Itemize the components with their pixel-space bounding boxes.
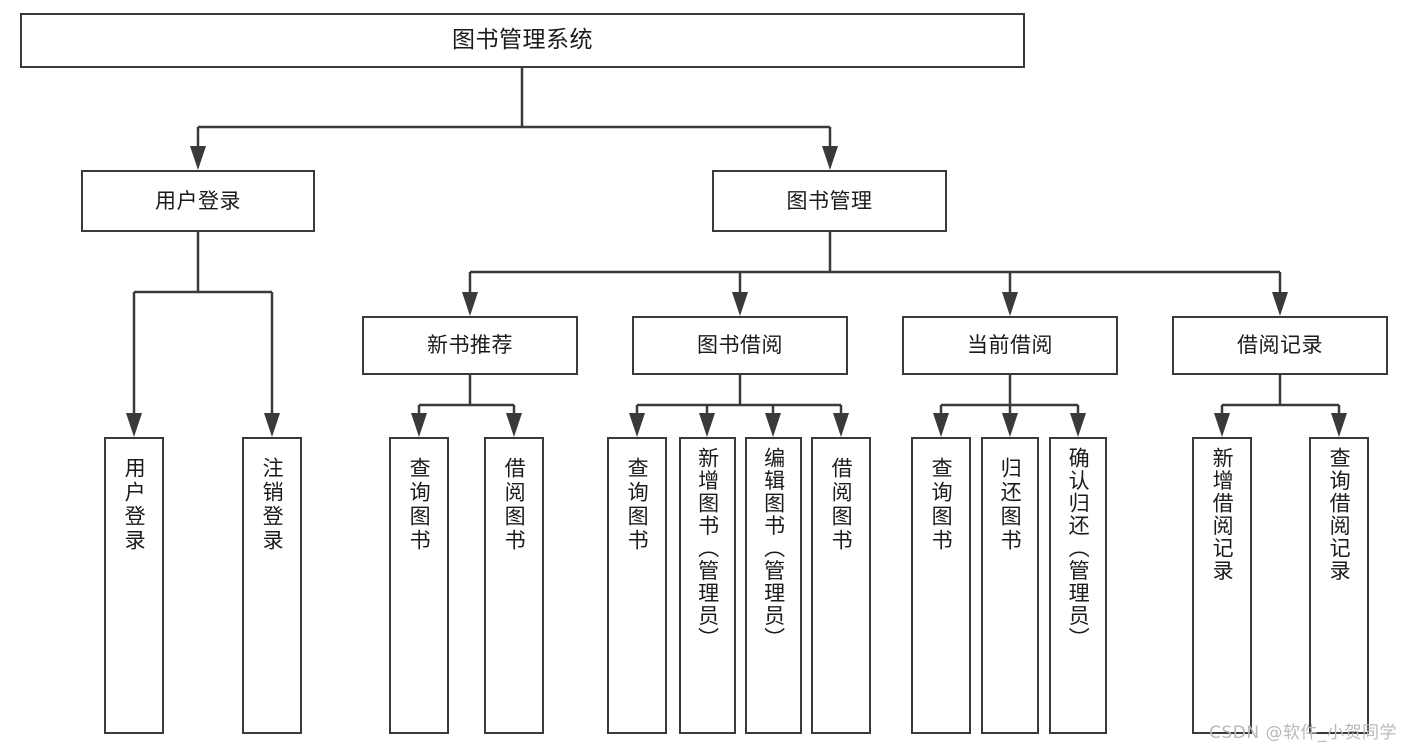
node-user-login[interactable]: 用户登录 <box>81 170 315 232</box>
leaf-borrow-record-add-label: 新增借阅记录 <box>1210 447 1235 582</box>
arrowhead-user-login <box>190 146 206 170</box>
arrowhead-leaf-borrow-record-1 <box>1214 413 1230 437</box>
leaf-book-borrow-add-label: 新增图书（管理员） <box>695 447 720 650</box>
leaf-borrow-record-add[interactable]: 新增借阅记录 <box>1192 437 1252 734</box>
leaf-book-borrow-borrow[interactable]: 借阅图书 <box>811 437 871 734</box>
node-new-book-recommend-label: 新书推荐 <box>427 333 513 358</box>
node-book-borrow-label: 图书借阅 <box>697 333 783 358</box>
leaf-current-borrow-query[interactable]: 查询图书 <box>911 437 971 734</box>
arrowhead-leaf-book-borrow-1 <box>629 413 645 437</box>
leaf-book-borrow-edit[interactable]: 编辑图书（管理员） <box>745 437 802 734</box>
node-current-borrow[interactable]: 当前借阅 <box>902 316 1118 375</box>
node-borrow-record-label: 借阅记录 <box>1237 333 1323 358</box>
arrowhead-book-borrow <box>732 292 748 316</box>
leaf-new-book-borrow[interactable]: 借阅图书 <box>484 437 544 734</box>
arrowhead-leaf-new-book-2 <box>506 413 522 437</box>
leaf-borrow-record-query[interactable]: 查询借阅记录 <box>1309 437 1369 734</box>
arrowhead-leaf-current-borrow-3 <box>1070 413 1086 437</box>
leaf-new-book-query[interactable]: 查询图书 <box>389 437 449 734</box>
arrowhead-leaf-current-borrow-2 <box>1002 413 1018 437</box>
arrowhead-leaf-current-borrow-1 <box>933 413 949 437</box>
leaf-book-borrow-query-label: 查询图书 <box>625 457 650 553</box>
arrowhead-new-book <box>462 292 478 316</box>
leaf-book-borrow-query[interactable]: 查询图书 <box>607 437 667 734</box>
node-book-management-label: 图书管理 <box>786 188 873 213</box>
leaf-current-borrow-return-label: 归还图书 <box>998 457 1023 553</box>
leaf-user-login-login[interactable]: 用户登录 <box>104 437 164 734</box>
leaf-user-login-logout[interactable]: 注销登录 <box>242 437 302 734</box>
node-book-borrow[interactable]: 图书借阅 <box>632 316 848 375</box>
arrowhead-borrow-record <box>1272 292 1288 316</box>
node-current-borrow-label: 当前借阅 <box>967 333 1053 358</box>
arrowhead-leaf-user-login-2 <box>264 413 280 437</box>
leaf-new-book-borrow-label: 借阅图书 <box>502 457 527 553</box>
arrowhead-leaf-user-login-1 <box>126 413 142 437</box>
node-root[interactable]: 图书管理系统 <box>20 13 1025 68</box>
node-new-book-recommend[interactable]: 新书推荐 <box>362 316 578 375</box>
leaf-current-borrow-confirm-return-label: 确认归还（管理员） <box>1066 447 1091 650</box>
leaf-user-login-logout-label: 注销登录 <box>260 457 285 553</box>
arrowhead-leaf-book-borrow-4 <box>833 413 849 437</box>
node-root-label: 图书管理系统 <box>452 27 593 54</box>
arrowhead-leaf-borrow-record-2 <box>1331 413 1347 437</box>
leaf-new-book-query-label: 查询图书 <box>407 457 432 553</box>
leaf-book-borrow-borrow-label: 借阅图书 <box>829 457 854 553</box>
leaf-book-borrow-add[interactable]: 新增图书（管理员） <box>679 437 736 734</box>
leaf-current-borrow-return[interactable]: 归还图书 <box>981 437 1039 734</box>
leaf-user-login-login-label: 用户登录 <box>122 457 147 553</box>
watermark-text: CSDN @软件_小贺同学 <box>1209 723 1397 743</box>
leaf-borrow-record-query-label: 查询借阅记录 <box>1327 447 1352 582</box>
arrowhead-leaf-book-borrow-3 <box>765 413 781 437</box>
node-book-management[interactable]: 图书管理 <box>712 170 947 232</box>
leaf-book-borrow-edit-label: 编辑图书（管理员） <box>761 447 786 650</box>
arrowhead-current-borrow <box>1002 292 1018 316</box>
node-user-login-label: 用户登录 <box>155 188 241 213</box>
arrowhead-book-mgmt <box>822 146 838 170</box>
leaf-current-borrow-query-label: 查询图书 <box>929 457 954 553</box>
leaf-current-borrow-confirm-return[interactable]: 确认归还（管理员） <box>1049 437 1107 734</box>
arrowhead-leaf-new-book-1 <box>411 413 427 437</box>
arrowhead-leaf-book-borrow-2 <box>699 413 715 437</box>
node-borrow-record[interactable]: 借阅记录 <box>1172 316 1388 375</box>
